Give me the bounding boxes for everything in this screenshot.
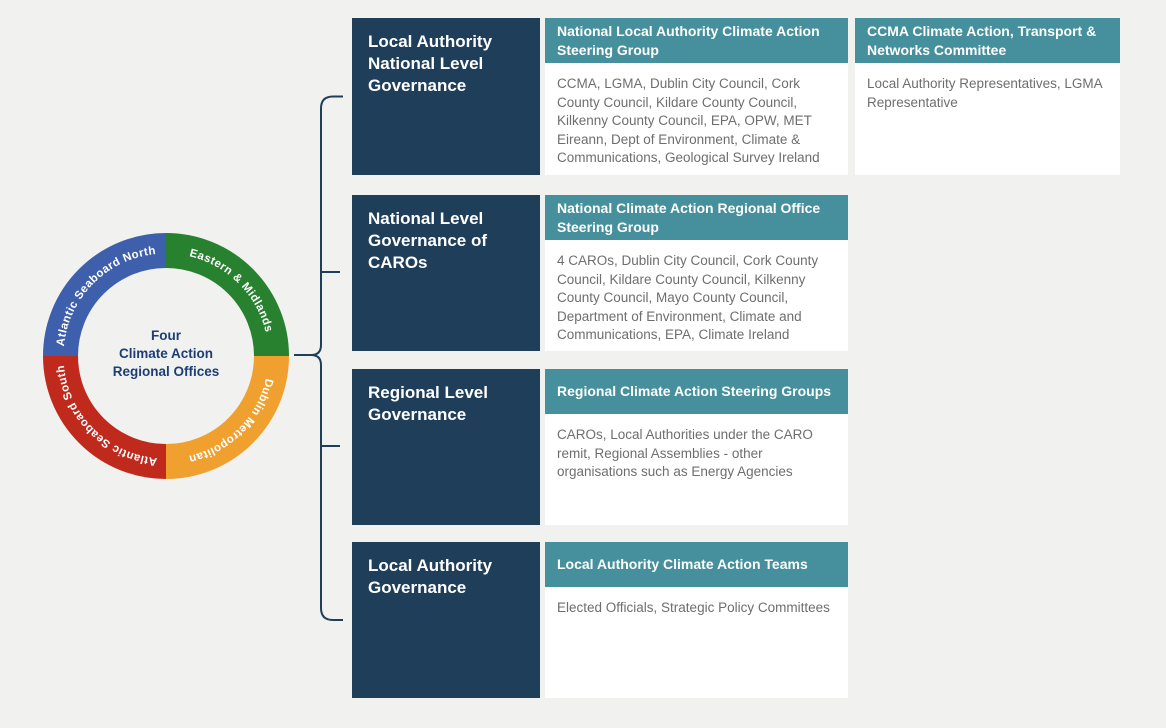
group-members: 4 CAROs, Dublin City Council, Cork Count… — [557, 253, 819, 342]
group-header: Local Authority Climate Action Teams — [545, 542, 848, 587]
group-box-caro-office-steering: National Climate Action Regional Office … — [545, 195, 848, 351]
committee-title: CCMA Climate Action, Transport & Network… — [867, 23, 1097, 58]
group-header: National Local Authority Climate Action … — [545, 18, 848, 63]
donut-center-label: Four Climate Action Regional Offices — [112, 328, 220, 379]
level-box-la-national-governance: Local Authority National Level Governanc… — [352, 18, 540, 175]
svg-text:Eastern & Midlands: Eastern & Midlands — [188, 247, 274, 333]
committee-box-ccma: CCMA Climate Action, Transport & Network… — [855, 18, 1120, 175]
level-box-national-governance-caros: National Level Governance of CAROs — [352, 195, 540, 351]
group-header: National Climate Action Regional Office … — [545, 195, 848, 240]
donut-label-dublin-metropolitan: Dublin Metropolitan — [187, 377, 274, 464]
group-members: Elected Officials, Strategic Policy Comm… — [557, 600, 830, 615]
group-title: National Climate Action Regional Office … — [557, 200, 821, 235]
committee-members: Local Authority Representatives, LGMA Re… — [867, 76, 1102, 110]
level-title: Local Authority Governance — [368, 556, 493, 597]
group-title: Local Authority Climate Action Teams — [557, 556, 808, 573]
connector-lines — [294, 95, 343, 621]
group-box-la-climate-teams: Local Authority Climate Action Teams Ele… — [545, 542, 848, 698]
level-title: Local Authority National Level Governanc… — [368, 32, 493, 95]
group-title: National Local Authority Climate Action … — [557, 23, 820, 58]
level-title: Regional Level Governance — [368, 383, 488, 424]
group-members: CCMA, LGMA, Dublin City Council, Cork Co… — [557, 76, 820, 165]
level-title: National Level Governance of CAROs — [368, 209, 488, 272]
svg-text:Dublin Metropolitan: Dublin Metropolitan — [187, 377, 274, 464]
group-title: Regional Climate Action Steering Groups — [557, 383, 832, 400]
level-box-regional-governance: Regional Level Governance — [352, 369, 540, 525]
level-box-la-governance: Local Authority Governance — [352, 542, 540, 698]
group-header: Regional Climate Action Steering Groups — [545, 369, 848, 414]
group-members: CAROs, Local Authorities under the CARO … — [557, 427, 813, 479]
connector-brace — [310, 95, 343, 621]
committee-header: CCMA Climate Action, Transport & Network… — [855, 18, 1120, 63]
donut-label-eastern-midlands: Eastern & Midlands — [188, 247, 274, 333]
group-box-regional-steering: Regional Climate Action Steering Groups … — [545, 369, 848, 525]
group-box-national-la-steering: National Local Authority Climate Action … — [545, 18, 848, 175]
